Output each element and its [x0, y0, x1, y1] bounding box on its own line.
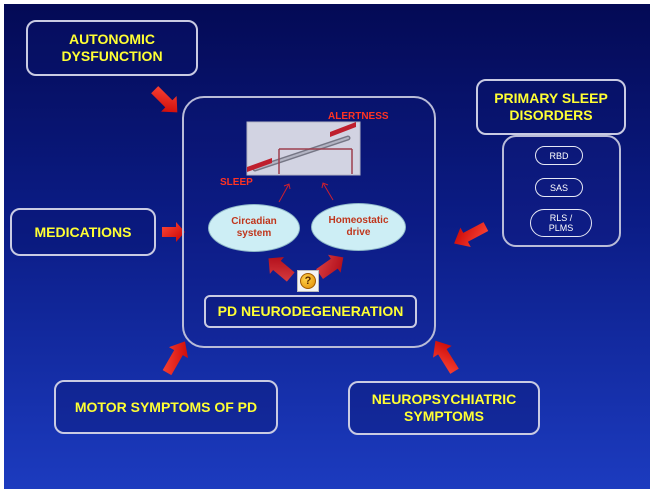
arrow-to-homeostatic	[316, 254, 344, 279]
sleep-disorders-list-box	[502, 135, 621, 247]
arrow-medications	[162, 222, 185, 242]
medications-box: MEDICATIONS	[10, 208, 156, 256]
question-mark: ?	[304, 275, 312, 287]
primary-sleep-disorders-box: PRIMARY SLEEP DISORDERS	[476, 79, 626, 135]
autonomic-dysfunction-box: AUTONOMIC DYSFUNCTION	[26, 20, 198, 76]
autonomic-dysfunction-label: AUTONOMIC DYSFUNCTION	[61, 31, 163, 64]
sleep-disorder-rbd: RBD	[535, 146, 583, 165]
medications-label: MEDICATIONS	[34, 223, 132, 240]
neuropsychiatric-symptoms-box: NEUROPSYCHIATRIC SYMPTOMS	[348, 381, 540, 435]
sleep-disorder-sas: SAS	[535, 178, 583, 197]
circadian-system-ellipse: Circadian system	[208, 204, 300, 252]
sleep-disorder-rbd-label: RBD	[549, 150, 569, 161]
arrow-neuropsych	[433, 340, 459, 374]
arrow-autonomic	[151, 86, 178, 113]
sleep-disorder-rls-plms-label: RLS / PLMS	[548, 213, 574, 233]
pd-neurodegeneration-label: PD NEURODEGENERATION	[217, 303, 404, 319]
primary-sleep-disorders-label: PRIMARY SLEEP DISORDERS	[494, 90, 608, 123]
arrow-to-circadian	[268, 257, 295, 282]
thin-arrow-homeostatic	[321, 182, 334, 201]
slide-background: AUTONOMIC DYSFUNCTION PRIMARY SLEEP DISO…	[4, 4, 650, 489]
pd-neurodegeneration-box: PD NEURODEGENERATION	[204, 295, 417, 328]
homeostatic-drive-ellipse: Homeostatic drive	[311, 203, 406, 251]
alertness-label: ALERTNESS	[328, 111, 389, 122]
motor-symptoms-label: MOTOR SYMPTOMS OF PD	[74, 398, 258, 415]
arrow-primary-sleep	[454, 222, 489, 248]
flip-flop-switch	[246, 121, 361, 176]
sleep-label: SLEEP	[220, 177, 253, 188]
circadian-system-label: Circadian system	[231, 216, 277, 239]
question-icon: ?	[297, 270, 319, 292]
motor-symptoms-box: MOTOR SYMPTOMS OF PD	[54, 380, 278, 434]
homeostatic-drive-label: Homeostatic drive	[328, 215, 389, 238]
thin-arrow-circadian	[278, 183, 291, 203]
neuropsychiatric-symptoms-label: NEUROPSYCHIATRIC SYMPTOMS	[371, 391, 517, 424]
arrow-motor	[162, 341, 189, 376]
arrows-layer	[151, 86, 489, 376]
sleep-disorder-sas-label: SAS	[549, 182, 568, 193]
sleep-disorder-rls-plms: RLS / PLMS	[530, 209, 592, 237]
